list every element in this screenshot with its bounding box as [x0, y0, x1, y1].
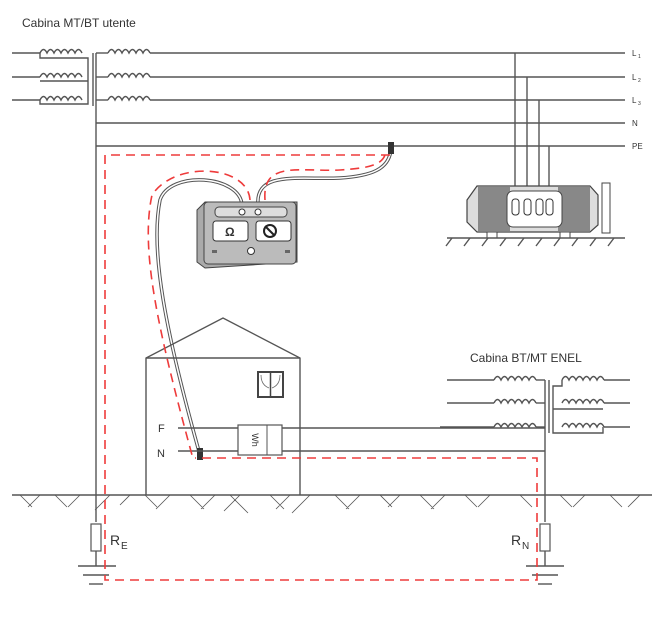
label-re: R: [110, 532, 120, 548]
test-cables: [155, 142, 394, 460]
motor-icon: [445, 53, 625, 247]
label-l2: L: [632, 73, 637, 82]
title-right: Cabina BT/MT ENEL: [470, 351, 582, 365]
house-wiring: [178, 427, 545, 452]
label-rn-sub: N: [522, 541, 529, 552]
house: [145, 317, 301, 495]
transformer-left: [12, 48, 625, 522]
label-rn: R: [511, 532, 521, 548]
label-l3: L: [632, 96, 637, 105]
label-l3-sub: 3: [638, 101, 641, 107]
earth-tester-instrument: Ω: [196, 201, 298, 269]
title-left: Cabina MT/BT utente: [22, 16, 136, 30]
ohm-display: Ω: [225, 225, 235, 239]
earth-resistor-rn: [526, 523, 564, 585]
ground-surface: [12, 494, 652, 514]
meter-label: Wh: [250, 433, 260, 447]
transformer-right: [440, 375, 630, 522]
label-l1-sub: 1: [638, 54, 641, 60]
label-l1: L: [632, 49, 637, 58]
label-pe: PE: [632, 142, 643, 151]
window-icon: [257, 371, 284, 398]
label-f: F: [158, 423, 165, 435]
label-l2-sub: 2: [638, 78, 641, 84]
label-n: N: [632, 119, 638, 128]
fault-loop-path: [104, 149, 538, 581]
energy-meter: Wh: [237, 424, 283, 456]
label-house-n: N: [157, 448, 165, 460]
label-re-sub: E: [121, 541, 128, 552]
